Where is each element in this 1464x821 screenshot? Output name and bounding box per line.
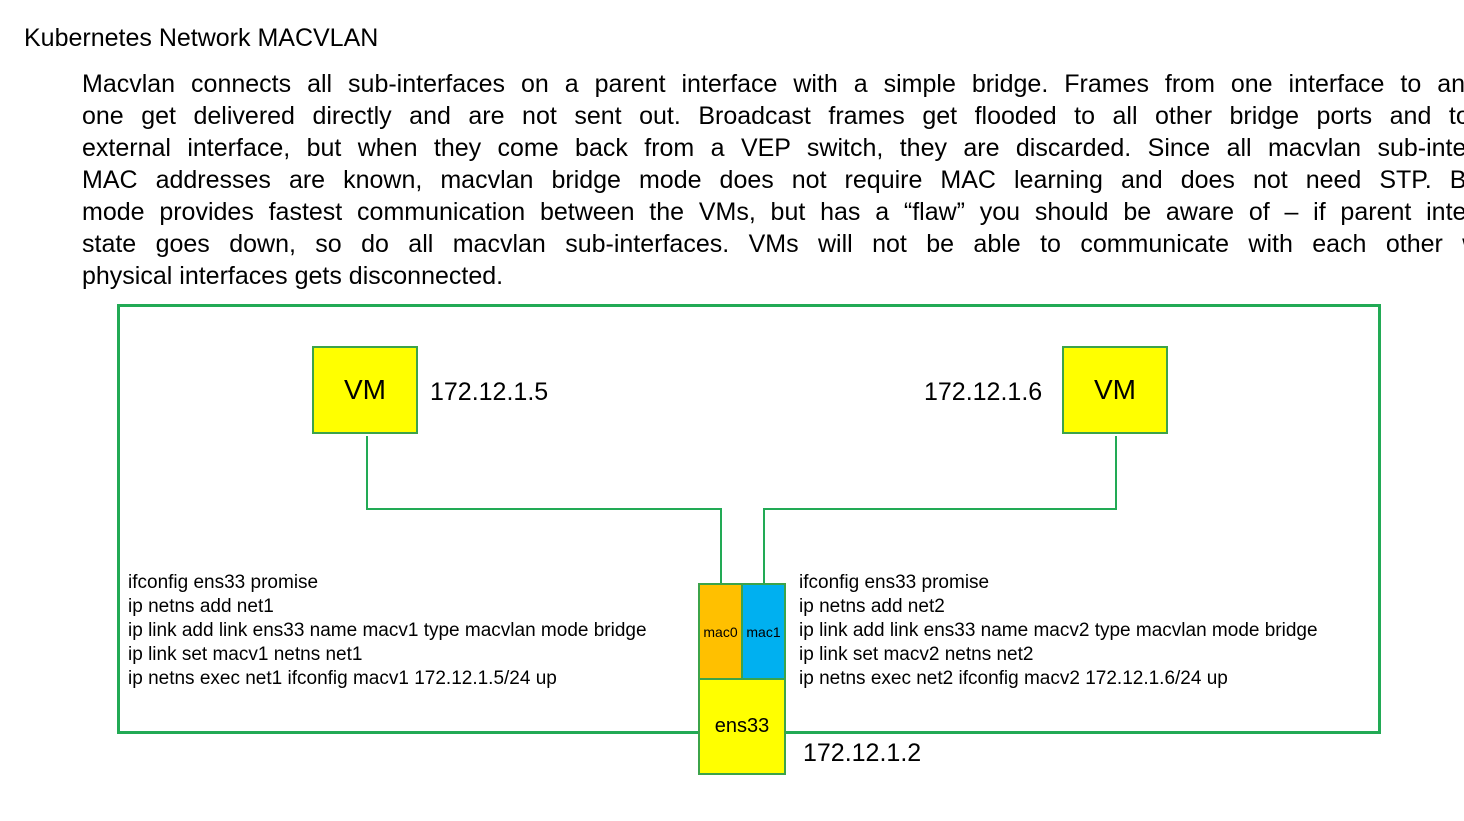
vm-left-box: VM <box>312 346 418 434</box>
paragraph-line: physical interfaces gets disconnected. <box>82 262 504 290</box>
ens33-ip: 172.12.1.2 <box>803 739 922 767</box>
wire-right-vertical-top <box>1115 436 1117 510</box>
vm-right-ip: 172.12.1.6 <box>924 378 1043 406</box>
paragraph-line: mode provides fastest communication betw… <box>82 198 1464 226</box>
wire-right-vertical-bottom <box>763 508 765 584</box>
wire-left-horizontal <box>366 508 722 510</box>
command-line: ip netns add net2 <box>799 596 945 617</box>
description-paragraph: Macvlan connects all sub-interfaces on a… <box>82 68 1464 298</box>
right-commands: ifconfig ens33 promise ip netns add net2… <box>799 571 1318 691</box>
command-line: ip link set macv1 netns net1 <box>128 644 363 665</box>
vm-left-label: VM <box>344 374 386 405</box>
paragraph-line: one get delivered directly and are not s… <box>82 102 1464 130</box>
ens33-interface: ens33 <box>698 678 786 775</box>
vm-left-ip: 172.12.1.5 <box>430 378 549 406</box>
left-commands: ifconfig ens33 promise ip netns add net1… <box>128 571 647 691</box>
paragraph-line: external interface, but when they come b… <box>82 134 1464 162</box>
command-line: ip link set macv2 netns net2 <box>799 644 1034 665</box>
command-line: ip netns exec net2 ifconfig macv2 172.12… <box>799 668 1228 689</box>
page-title: Kubernetes Network MACVLAN <box>24 24 379 52</box>
vm-right-label: VM <box>1094 374 1136 405</box>
paragraph-line: MAC addresses are known, macvlan bridge … <box>82 166 1464 194</box>
paragraph-line: state goes down, so do all macvlan sub-i… <box>82 230 1464 258</box>
mac0-label: mac0 <box>703 623 738 640</box>
command-line: ip netns exec net1 ifconfig macv1 172.12… <box>128 668 557 689</box>
mac1-interface: mac1 <box>741 583 786 680</box>
mac0-interface: mac0 <box>698 583 743 680</box>
wire-left-vertical-top <box>366 436 368 510</box>
vm-right-box: VM <box>1062 346 1168 434</box>
wire-right-horizontal <box>763 508 1117 510</box>
command-line: ip netns add net1 <box>128 596 274 617</box>
paragraph-line: Macvlan connects all sub-interfaces on a… <box>82 70 1464 98</box>
mac1-label: mac1 <box>746 623 781 640</box>
command-line: ifconfig ens33 promise <box>799 572 990 593</box>
command-line: ip link add link ens33 name macv1 type m… <box>128 620 647 641</box>
wire-left-vertical-bottom <box>720 508 722 584</box>
command-line: ifconfig ens33 promise <box>128 572 319 593</box>
command-line: ip link add link ens33 name macv2 type m… <box>799 620 1318 641</box>
ens33-label: ens33 <box>714 715 770 737</box>
